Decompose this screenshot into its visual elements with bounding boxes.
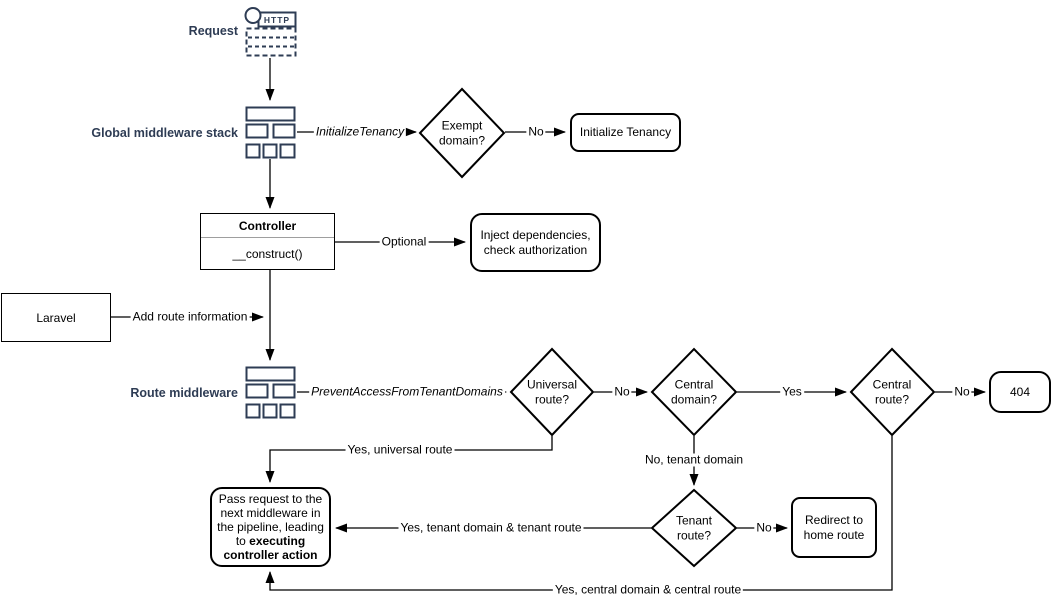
edge-label-tenant-yes: Yes, tenant domain & tenant route [398, 520, 584, 535]
initialize-tenancy-label: Initialize Tenancy [579, 125, 672, 140]
route-middleware-label: Route middleware [130, 386, 238, 400]
controller-title: Controller [201, 214, 334, 238]
edge-label-central-route-yes: Yes, central domain & central route [552, 582, 744, 597]
redirect-home-box: Redirect to home route [791, 497, 877, 558]
redirect-home-label: Redirect to home route [803, 513, 865, 542]
middleware-stack-icon-route [245, 366, 296, 419]
laravel-label: Laravel [36, 310, 76, 325]
tenant-route-diamond [650, 488, 738, 568]
http-icon-label: HTTP [263, 15, 291, 25]
inject-dependencies-label: Inject dependencies, check authorization [480, 228, 591, 257]
central-route-diamond [849, 347, 936, 437]
tenant-route-label: Tenant route? [675, 513, 713, 543]
edge-label-universal-no: No [612, 384, 632, 399]
central-domain-diamond [650, 347, 738, 437]
universal-route-diamond [509, 347, 595, 437]
inject-dependencies-box: Inject dependencies, check authorization [470, 213, 601, 272]
exempt-domain-diamond [418, 87, 506, 179]
pass-request-box: Pass request to the next middleware in t… [210, 487, 331, 567]
edge-label-central-route-no: No [952, 384, 972, 399]
initialize-tenancy-box: Initialize Tenancy [570, 113, 681, 152]
global-middleware-label: Global middleware stack [91, 126, 238, 140]
central-domain-label: Central domain? [670, 377, 718, 407]
edge-label-central-domain-no: No, tenant domain [642, 452, 746, 467]
not-found-box: 404 [989, 371, 1051, 413]
controller-box: Controller __construct() [200, 213, 335, 270]
edge-label-initialize-tenancy: InitializeTenancy [313, 124, 407, 139]
edge-label-central-domain-yes: Yes [780, 384, 804, 399]
http-request-icon [244, 7, 297, 57]
not-found-label: 404 [1009, 384, 1031, 399]
pass-request-text: Pass request to the next middleware in t… [215, 492, 326, 562]
edge-label-universal-yes: Yes, universal route [345, 442, 455, 457]
request-label: Request [188, 24, 238, 38]
universal-route-label: Universal route? [526, 377, 577, 407]
edge-label-tenant-no: No [754, 520, 774, 535]
edge-label-optional: Optional [379, 234, 429, 249]
decision-shapes [418, 87, 936, 568]
pass-request-text-bold: executing controller action [223, 534, 318, 562]
controller-constructor: __construct() [232, 246, 303, 261]
central-route-label: Central route? [872, 377, 912, 407]
edge-label-prevent-access: PreventAccessFromTenantDomains [309, 384, 505, 399]
middleware-stack-icon-global [245, 106, 296, 159]
edge-label-exempt-no: No [526, 124, 546, 139]
edge-label-add-route-information: Add route information [130, 309, 250, 324]
exempt-domain-label: Exempt domain? [438, 118, 486, 148]
laravel-box: Laravel [1, 293, 111, 342]
pass-request-text-plain: Pass request to the next middleware in t… [217, 492, 324, 548]
